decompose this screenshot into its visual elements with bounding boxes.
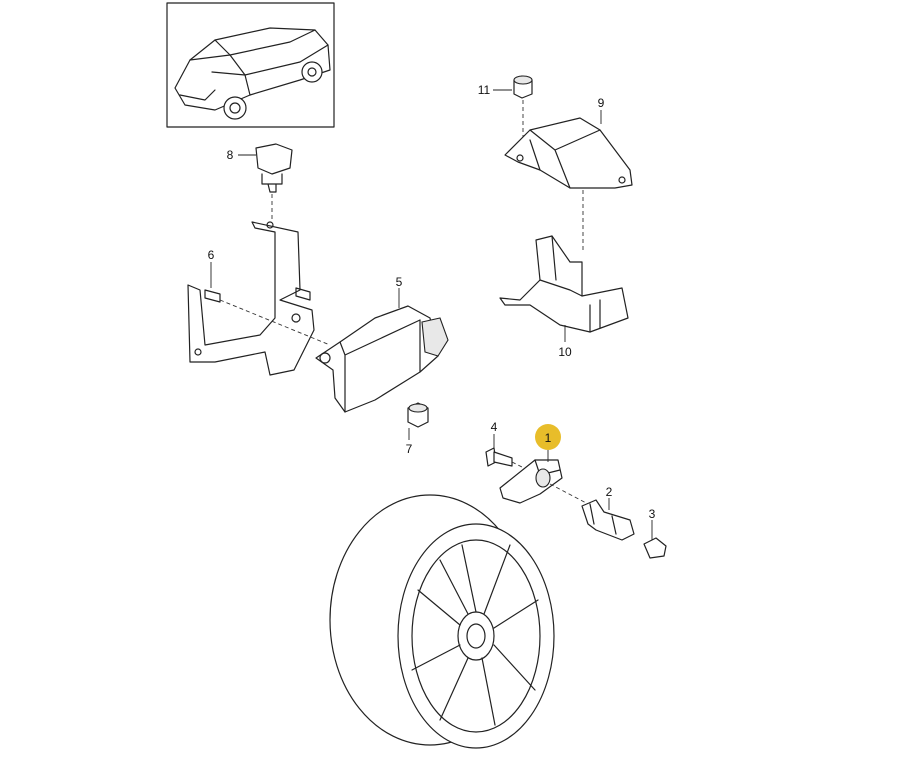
callout-5[interactable]: 5 [396, 275, 403, 308]
callout-6[interactable]: 6 [208, 248, 215, 288]
callout-label: 11 [478, 83, 491, 97]
callout-10[interactable]: 10 [558, 325, 572, 359]
part-4-screw[interactable] [485, 447, 513, 467]
part-1-tire-pressure-sensor[interactable] [499, 459, 563, 504]
callout-label: 3 [649, 507, 656, 521]
part-3-valve-cap[interactable] [643, 537, 667, 559]
callout-label: 10 [558, 345, 572, 359]
wheel-rim [329, 494, 555, 749]
callout-1[interactable]: 1 [535, 424, 561, 462]
callout-label: 5 [396, 275, 403, 289]
callout-9[interactable]: 9 [598, 96, 605, 124]
callout-label: 8 [227, 148, 234, 162]
callout-label: 6 [208, 248, 215, 262]
callout-3[interactable]: 3 [649, 507, 656, 540]
part-2-valve-stem[interactable] [581, 499, 635, 541]
callout-highlight [535, 424, 561, 450]
callout-label: 1 [545, 431, 552, 445]
part-7-nut[interactable] [407, 402, 429, 428]
part-11-nut[interactable] [513, 75, 533, 99]
callout-label: 7 [406, 442, 413, 456]
part-9-control-unit[interactable] [504, 117, 633, 189]
callout-8[interactable]: 8 [227, 148, 256, 162]
part-10-bracket[interactable] [499, 235, 629, 333]
callout-11[interactable]: 11 [478, 83, 512, 97]
callout-2[interactable]: 2 [606, 485, 613, 510]
callout-label: 4 [491, 420, 498, 434]
callout-label: 2 [606, 485, 613, 499]
part-5-sensor-module[interactable] [315, 305, 449, 413]
callout-label: 9 [598, 96, 605, 110]
vehicle-thumbnail [166, 2, 335, 128]
part-8-clip[interactable] [255, 143, 293, 193]
part-6-bracket[interactable] [187, 221, 315, 376]
callout-4[interactable]: 4 [491, 420, 498, 448]
callout-7[interactable]: 7 [406, 428, 413, 456]
